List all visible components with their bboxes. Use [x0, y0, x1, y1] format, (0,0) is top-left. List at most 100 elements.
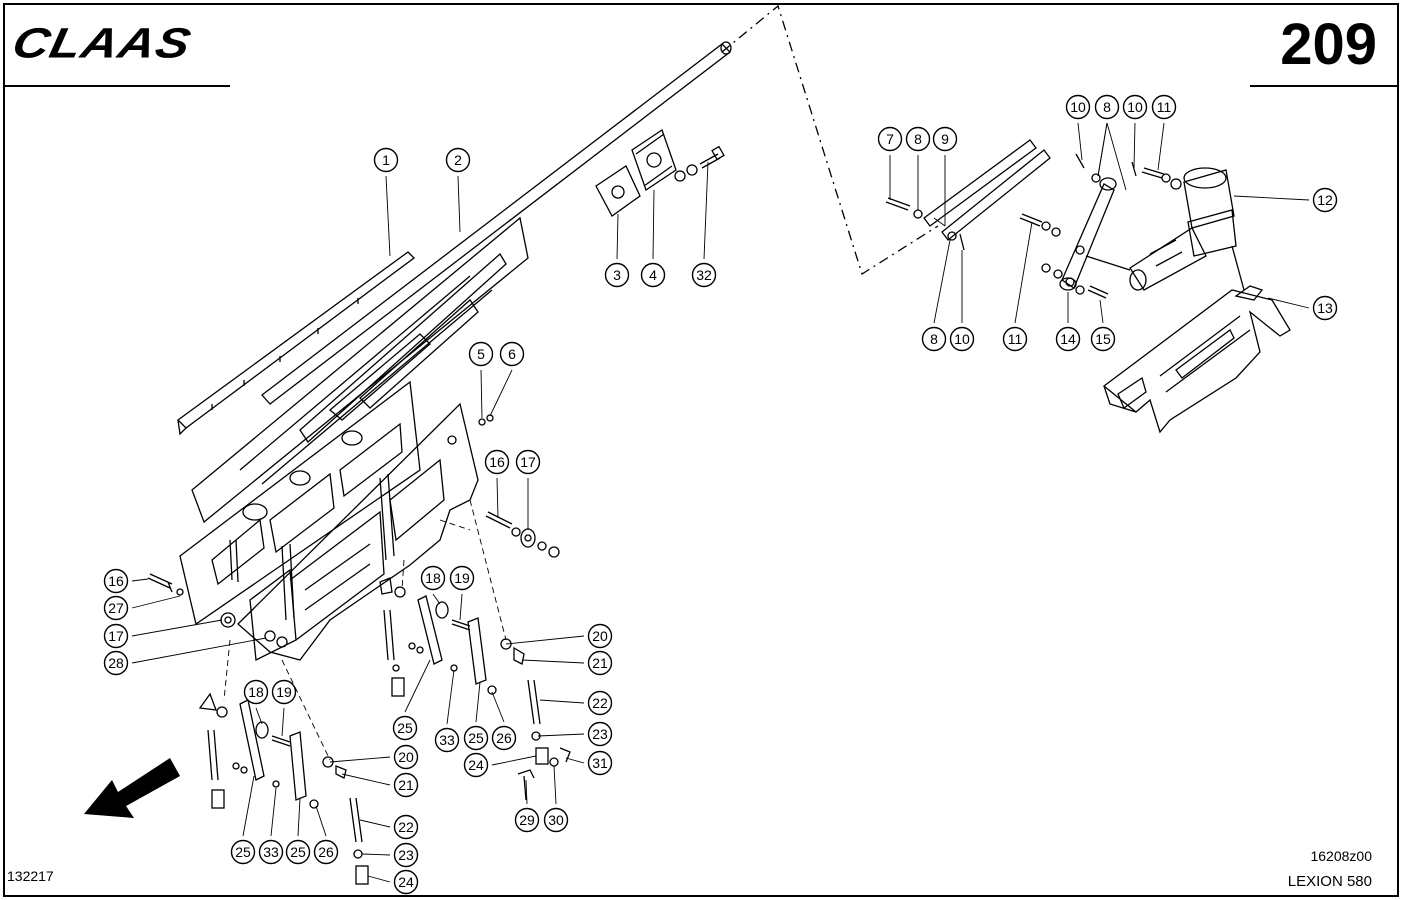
callout-5: 5 [468, 341, 494, 367]
callout-14: 14 [1055, 326, 1081, 352]
callout-label: 18 [248, 684, 264, 700]
callout-label: 26 [496, 730, 512, 746]
angle-strip [177, 251, 415, 436]
callout-circle [691, 262, 717, 288]
leader-line-16 [496, 477, 499, 519]
callout-label: 20 [592, 628, 608, 644]
callout-circle [587, 623, 613, 649]
leader-line-23 [537, 733, 585, 737]
leader-line-19 [459, 593, 463, 621]
mounting-bracket [1102, 245, 1291, 434]
callout-label: 33 [263, 844, 279, 860]
leader-line-33 [270, 787, 277, 837]
callout-circle [1312, 187, 1338, 213]
callout-label: 33 [439, 732, 455, 748]
callout-6: 6 [499, 341, 525, 367]
leader-line-25 [404, 659, 431, 713]
callout-27: 27 [103, 595, 129, 621]
callout-12: 12 [1312, 187, 1338, 213]
callout-22: 22 [393, 814, 419, 840]
callout-circle [271, 679, 297, 705]
drawing-code: 16208z00 [1310, 848, 1372, 864]
leader-line-29 [525, 779, 528, 805]
callout-8: 8 [1094, 94, 1120, 120]
callout-17: 17 [103, 623, 129, 649]
electric-actuator [1085, 167, 1237, 291]
leader-line-5 [480, 369, 483, 419]
callout-4: 4 [640, 262, 666, 288]
callout-circle [1090, 326, 1116, 352]
callout-label: 12 [1317, 192, 1333, 208]
callout-10: 10 [1122, 94, 1148, 120]
leader-line-33 [446, 669, 455, 725]
leader-line-16 [131, 578, 149, 582]
callout-19: 19 [449, 565, 475, 591]
callout-label: 16 [108, 573, 124, 589]
callout-1: 1 [373, 147, 399, 173]
callout-23: 23 [393, 842, 419, 868]
drawing-frame [3, 3, 1399, 897]
leader-line-11 [1157, 122, 1165, 171]
callout-label: 25 [468, 730, 484, 746]
leader-line-18 [255, 707, 263, 725]
leader-line-9 [933, 217, 946, 227]
callout-label: 10 [1127, 99, 1143, 115]
callout-25: 25 [285, 839, 311, 865]
callout-9: 9 [932, 126, 958, 152]
leader-line-18 [432, 593, 441, 605]
slotted-top-plate [191, 216, 529, 524]
left-hanger-assembly [198, 692, 369, 885]
callout-label: 10 [954, 331, 970, 347]
leader-line-25 [297, 797, 301, 837]
leader-line-26 [491, 691, 505, 723]
callout-33: 33 [434, 727, 460, 753]
callout-circle [434, 727, 460, 753]
callout-label: 22 [592, 695, 608, 711]
callout-circle [285, 839, 311, 865]
callout-circle [949, 326, 975, 352]
callout-circle [1122, 94, 1148, 120]
callout-label: 19 [454, 570, 470, 586]
direction-arrow [84, 758, 180, 818]
callout-circle [313, 839, 339, 865]
callout-circle [515, 449, 541, 475]
callout-25: 25 [230, 839, 256, 865]
leader-line-19 [281, 707, 285, 737]
callout-label: 6 [508, 346, 516, 362]
leader-line-8 [1097, 122, 1108, 177]
callout-label: 32 [696, 267, 712, 283]
callout-circle [514, 807, 540, 833]
callout-label: 17 [520, 454, 536, 470]
leader-line-11 [1014, 221, 1033, 324]
callout-7: 7 [877, 126, 903, 152]
leader-line-28 [131, 637, 267, 664]
callout-33: 33 [258, 839, 284, 865]
callout-label: 22 [398, 819, 414, 835]
callout-2: 2 [445, 147, 471, 173]
callout-label: 25 [290, 844, 306, 860]
callout-32: 32 [691, 262, 717, 288]
callout-label: 17 [108, 628, 124, 644]
callout-20: 20 [393, 744, 419, 770]
callout-circle [877, 126, 903, 152]
callout-circle [1094, 94, 1120, 120]
callout-21: 21 [393, 772, 419, 798]
callout-label: 2 [454, 152, 462, 168]
callout-label: 23 [398, 847, 414, 863]
callout-11: 11 [1002, 326, 1028, 352]
callout-label: 11 [1008, 331, 1023, 347]
callout-19: 19 [271, 679, 297, 705]
callout-label: 24 [468, 757, 484, 773]
callout-label: 30 [548, 812, 564, 828]
callout-circle [393, 772, 419, 798]
reference-number: 132217 [7, 868, 54, 884]
logo-underline [3, 85, 230, 87]
callout-circle [587, 750, 613, 776]
leader-line-20 [505, 635, 585, 645]
leader-line-21 [341, 773, 391, 786]
alignment-lines [223, 499, 507, 761]
callout-label: 7 [886, 131, 894, 147]
